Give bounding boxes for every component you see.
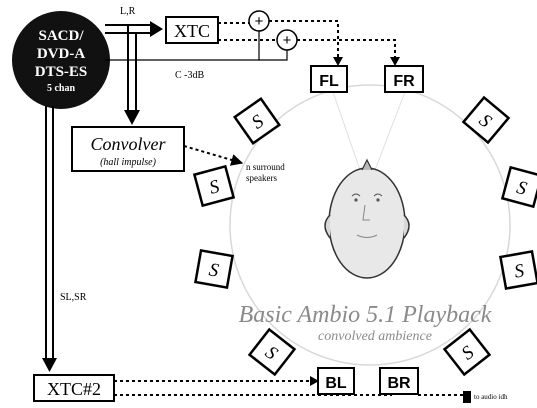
svg-text:S: S [207, 259, 220, 281]
speaker-s-7: S [247, 327, 297, 377]
source-line-2: DVD-A [37, 46, 85, 62]
xtc-label: XTC [174, 21, 210, 41]
speaker-fl: FL [310, 65, 348, 93]
speaker-s-6: S [499, 250, 537, 290]
convolver-feed [127, 25, 137, 112]
surround-note-1: n surround [246, 162, 285, 172]
speaker-s-4: S [500, 165, 537, 209]
svg-text:BR: BR [387, 375, 411, 392]
speaker-s-2: S [461, 95, 511, 145]
bottom-right-note: to audio idh [474, 393, 508, 401]
xtc2-label: XTC#2 [47, 379, 101, 399]
surround-speakers: S S S S S S S S [192, 95, 537, 377]
svg-text:FR: FR [393, 73, 415, 90]
svg-text:BL: BL [325, 375, 347, 392]
lr-label: L,R [120, 6, 136, 17]
diagram-title: Basic Ambio 5.1 Playback [239, 302, 492, 328]
front-feeds [269, 20, 396, 60]
xtc2-outputs [114, 380, 392, 396]
svg-text:+: + [283, 32, 292, 49]
source-node: SACD/ DVD-A DTS-ES 5 chan [12, 11, 110, 109]
c3db-label: C -3dB [175, 70, 205, 81]
slsr-label: SL,SR [60, 292, 87, 303]
lr-arrow [150, 21, 163, 37]
listener-head-icon [324, 158, 410, 279]
convolver-output [183, 145, 244, 166]
sum-node-left: + [248, 10, 270, 32]
source-line-1: SACD/ [38, 28, 84, 44]
speaker-s-1: S [232, 96, 282, 146]
svg-text:S: S [513, 260, 526, 282]
convolver-sub: (hall impulse) [100, 157, 156, 168]
xtc-block: XTC [165, 16, 219, 44]
convolver-label: Convolver [91, 134, 167, 154]
surround-note-2: speakers [246, 173, 277, 183]
convolver-block: Convolver (hall impulse) [71, 126, 185, 172]
speaker-s-5: S [194, 249, 234, 289]
slsr-signal-lines [45, 106, 54, 360]
diagram-subtitle: convolved ambience [318, 329, 432, 344]
speaker-s-3: S [192, 164, 236, 208]
bottom-right-terminal [463, 391, 471, 403]
speaker-bl: BL [317, 367, 355, 395]
speaker-br: BR [379, 367, 419, 395]
center-feed [105, 31, 288, 61]
xtc2-block: XTC#2 [33, 374, 115, 402]
source-line-3: DTS-ES [35, 64, 88, 80]
speaker-fr: FR [384, 65, 424, 93]
source-sub: 5 chan [47, 83, 76, 94]
speaker-s-8: S [442, 327, 492, 377]
xtc-outputs [218, 22, 278, 41]
listening-rays [332, 91, 406, 171]
svg-text:+: + [255, 13, 264, 30]
listening-circle [229, 84, 511, 366]
sum-node-right: + [276, 29, 298, 51]
svg-text:FL: FL [319, 73, 339, 90]
